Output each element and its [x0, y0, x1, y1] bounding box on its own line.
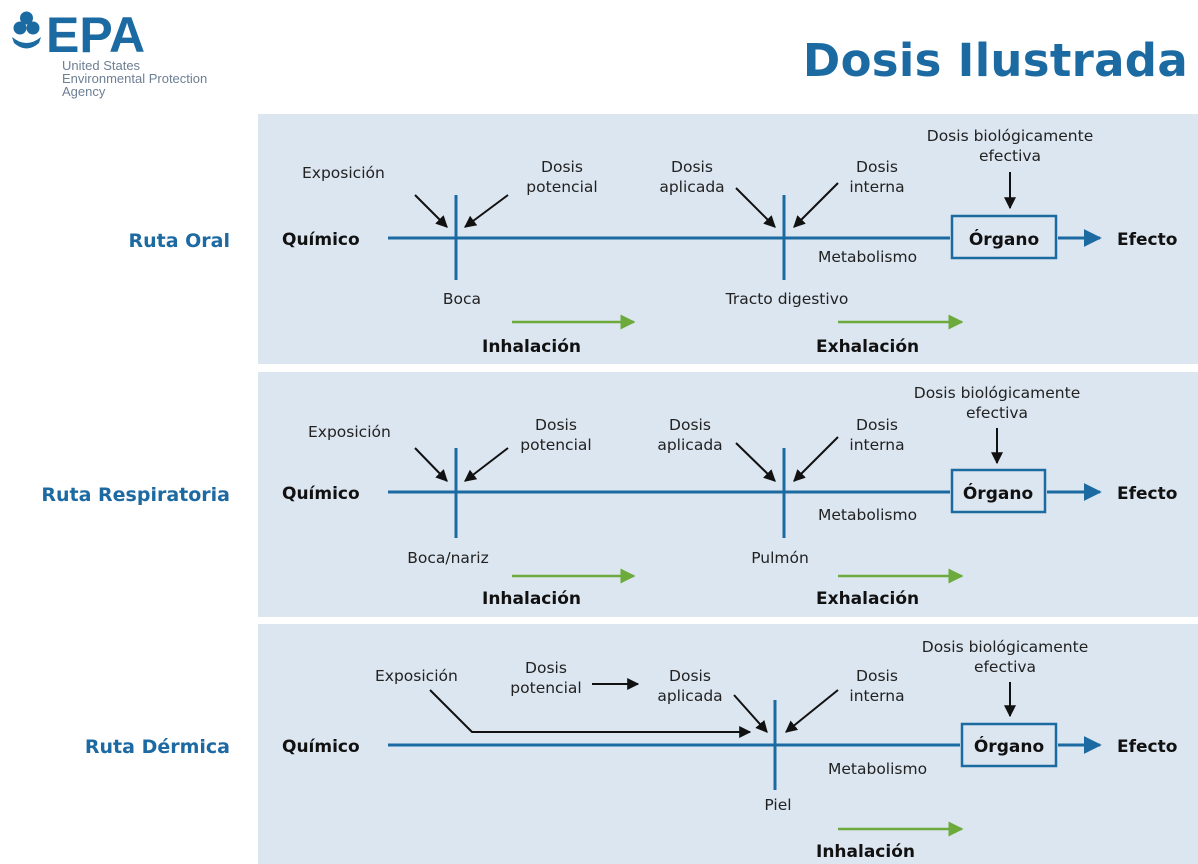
dosis-efectiva-line-1: Dosis biológicamente [914, 384, 1080, 402]
barrier-label: Piel [764, 796, 791, 814]
dosis-interna-arrow [793, 182, 839, 228]
quimico-label: Químico [282, 737, 360, 757]
flow-label-1: Inhalación [482, 589, 581, 609]
dosis-potencial-line-1: Dosis [535, 416, 577, 434]
organo-label: Órgano [963, 482, 1033, 504]
organo-label: Órgano [969, 228, 1039, 250]
dosis-aplicada-line-1: Dosis [669, 416, 711, 434]
dosis-potencial-line-2: potencial [510, 679, 581, 697]
quimico-label: Químico [282, 484, 360, 504]
metabolismo-label: Metabolismo [818, 248, 917, 266]
organo-box [950, 214, 1058, 260]
logo-line-1: United States [62, 58, 141, 73]
dosis-aplicada-line-2: aplicada [659, 178, 724, 196]
exposicion-label: Exposición [375, 667, 458, 685]
route-label-respiratoria: Ruta Respiratoria [41, 484, 230, 506]
barrier-2-label: Tracto digestivo [725, 290, 849, 308]
dosis-aplicada-arrow [733, 694, 768, 733]
dosis-interna-line-1: Dosis [856, 158, 898, 176]
logo-line-2: Environmental Protection [62, 71, 208, 86]
flow-ruta-dermica: Químico Exposición Dosis potencial Dosis… [282, 638, 1177, 862]
dosis-interna-arrow [793, 436, 839, 482]
metabolismo-label: Metabolismo [828, 760, 927, 778]
dosis-interna-line-1: Dosis [856, 416, 898, 434]
quimico-label: Químico [282, 230, 360, 250]
dosis-aplicada-line-2: aplicada [657, 687, 722, 705]
flow-label: Inhalación [816, 842, 915, 862]
dosis-potencial-line-2: potencial [526, 178, 597, 196]
route-label-dermica: Ruta Dérmica [84, 736, 230, 758]
barrier-1-label: Boca [443, 290, 481, 308]
dosis-potencial-arrow [464, 194, 509, 228]
dosis-efectiva-line-1: Dosis biológicamente [922, 638, 1088, 656]
flow-label-2: Exhalación [816, 337, 919, 357]
dosis-interna-line-2: interna [849, 687, 904, 705]
dosis-interna-line-1: Dosis [856, 667, 898, 685]
logo-line-3: Agency [62, 84, 106, 99]
exposicion-arrow [414, 194, 448, 228]
metabolismo-label: Metabolismo [818, 506, 917, 524]
dosis-efectiva-line-2: efectiva [966, 404, 1028, 422]
dosis-efectiva-line-1: Dosis biológicamente [927, 127, 1093, 145]
logo-mark: EPA [46, 7, 145, 56]
exposicion-label: Exposición [308, 423, 391, 441]
flow-label-1: Inhalación [482, 337, 581, 357]
flow-ruta-respiratoria: Químico Exposición Dosis potencial Dosis… [282, 384, 1177, 609]
dosis-interna-line-2: interna [849, 178, 904, 196]
dosis-potencial-line-1: Dosis [525, 659, 567, 677]
dosis-interna-line-2: interna [849, 436, 904, 454]
efecto-label: Efecto [1117, 484, 1177, 504]
dosis-efectiva-line-2: efectiva [979, 147, 1041, 165]
epa-flower-icon: EPA [12, 7, 145, 56]
organo-box [960, 722, 1058, 768]
flow-ruta-oral: Químico Exposición Dosis potencial Dosis… [282, 127, 1177, 357]
dosis-efectiva-line-2: efectiva [974, 658, 1036, 676]
dosis-aplicada-line-1: Dosis [669, 667, 711, 685]
dosis-potencial-line-1: Dosis [541, 158, 583, 176]
efecto-label: Efecto [1117, 737, 1177, 757]
dosis-aplicada-line-2: aplicada [657, 436, 722, 454]
page-title: Dosis Ilustrada [802, 34, 1188, 87]
dosis-potencial-arrow [464, 447, 509, 482]
organo-label: Órgano [974, 735, 1044, 757]
dosis-potencial-line-2: potencial [520, 436, 591, 454]
dosis-aplicada-arrow [735, 442, 776, 482]
exposicion-label: Exposición [302, 164, 385, 182]
organo-box [950, 468, 1047, 514]
dosis-interna-arrow [785, 689, 839, 733]
dosis-aplicada-arrow [735, 187, 776, 228]
epa-logo: EPA United States Environmental Protecti… [8, 6, 258, 116]
barrier-1-label: Boca/nariz [407, 549, 489, 567]
efecto-label: Efecto [1117, 230, 1177, 250]
exposicion-arrow [429, 689, 752, 738]
route-label-oral: Ruta Oral [128, 230, 230, 252]
exposicion-arrow [414, 447, 448, 482]
flow-label-2: Exhalación [816, 589, 919, 609]
barrier-2-label: Pulmón [751, 549, 809, 567]
dosis-aplicada-line-1: Dosis [671, 158, 713, 176]
panel-ruta-respiratoria [258, 372, 1198, 617]
